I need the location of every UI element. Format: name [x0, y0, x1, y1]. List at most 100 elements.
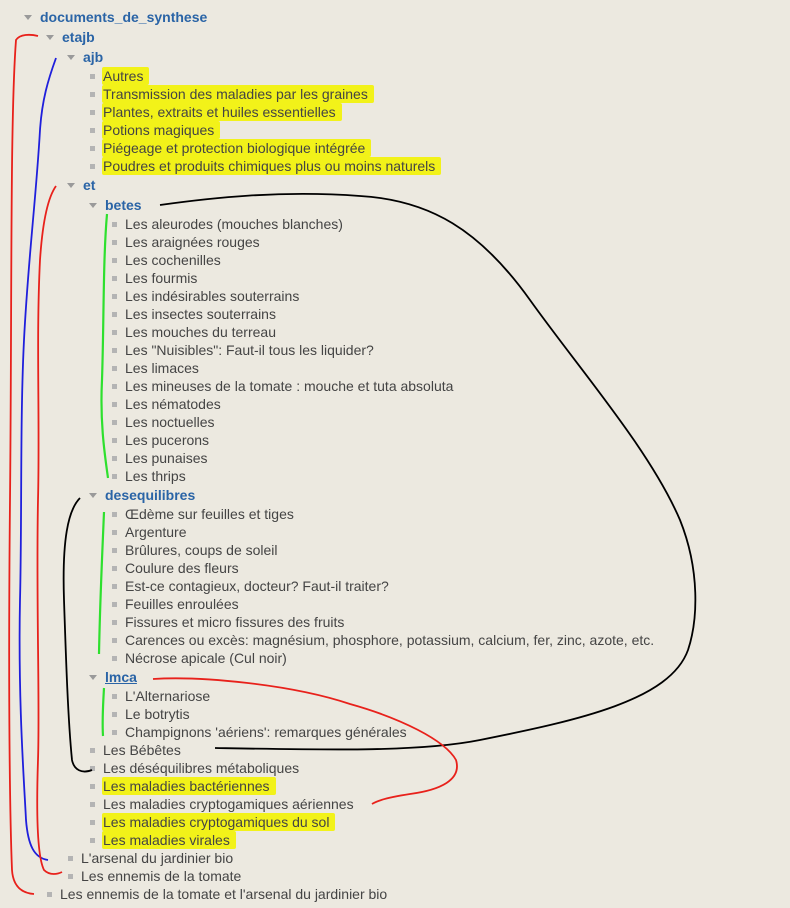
expand-triangle-icon[interactable] [89, 202, 97, 208]
bullet-icon [112, 221, 117, 227]
list-item[interactable]: Les déséquilibres métaboliques [90, 759, 299, 777]
list-item[interactable]: Les cochenilles [112, 251, 221, 269]
bullet-icon [112, 347, 117, 353]
list-item[interactable]: Les maladies cryptogamiques aériennes [90, 795, 354, 813]
list-item[interactable]: Champignons 'aériens': remarques général… [112, 723, 407, 741]
list-item[interactable]: Les mouches du terreau [112, 323, 276, 341]
tree-node-ajb[interactable]: ajb [67, 48, 103, 66]
list-item[interactable]: Piégeage et protection biologique intégr… [90, 139, 372, 157]
bullet-icon [112, 239, 117, 245]
list-item[interactable]: Potions magiques [90, 121, 221, 139]
list-item[interactable]: Fissures et micro fissures des fruits [112, 613, 344, 631]
list-item[interactable]: Les thrips [112, 467, 186, 485]
bullet-icon [90, 837, 95, 843]
list-item[interactable]: Les pucerons [112, 431, 209, 449]
tree-node-betes[interactable]: betes [89, 196, 142, 214]
list-item[interactable]: L'Alternariose [112, 687, 210, 705]
list-item[interactable]: Les insectes souterrains [112, 305, 276, 323]
folder-label[interactable]: et [83, 177, 96, 193]
bullet-icon [112, 529, 117, 535]
expand-triangle-icon[interactable] [67, 54, 75, 60]
bullet-icon [112, 619, 117, 625]
list-item[interactable]: Transmission des maladies par les graine… [90, 85, 374, 103]
list-item[interactable]: Feuilles enroulées [112, 595, 239, 613]
tree-node-lmca[interactable]: lmca [89, 668, 137, 686]
bullet-icon [90, 127, 95, 133]
bullet-icon [112, 601, 117, 607]
expand-triangle-icon[interactable] [67, 182, 75, 188]
list-item[interactable]: Poudres et produits chimiques plus ou mo… [90, 157, 442, 175]
bullet-icon [112, 401, 117, 407]
tree-node-et[interactable]: et [67, 176, 95, 194]
list-item[interactable]: Les aleurodes (mouches blanches) [112, 215, 343, 233]
list-item[interactable]: Les maladies bactériennes [90, 777, 276, 795]
bullet-icon [112, 293, 117, 299]
list-item[interactable]: Les noctuelles [112, 413, 215, 431]
bullet-icon [68, 873, 73, 879]
list-item[interactable]: Les punaises [112, 449, 208, 467]
list-item[interactable]: Les maladies virales [90, 831, 236, 849]
list-item[interactable]: Est-ce contagieux, docteur? Faut-il trai… [112, 577, 389, 595]
list-item[interactable]: Le botrytis [112, 705, 190, 723]
list-item[interactable]: Les Bébêtes [90, 741, 181, 759]
expand-triangle-icon[interactable] [89, 492, 97, 498]
bullet-icon [90, 91, 95, 97]
list-item[interactable]: Les mineuses de la tomate : mouche et tu… [112, 377, 453, 395]
bullet-icon [68, 855, 73, 861]
folder-label[interactable]: lmca [105, 669, 137, 685]
list-item[interactable]: Nécrose apicale (Cul noir) [112, 649, 287, 667]
bullet-icon [112, 275, 117, 281]
bullet-icon [90, 747, 95, 753]
bullet-icon [112, 637, 117, 643]
expand-triangle-icon[interactable] [89, 674, 97, 680]
expand-triangle-icon[interactable] [24, 14, 32, 20]
bullet-icon [90, 819, 95, 825]
bullet-icon [90, 765, 95, 771]
list-item[interactable]: Les araignées rouges [112, 233, 260, 251]
list-item[interactable]: Coulure des fleurs [112, 559, 239, 577]
list-item[interactable]: Les ennemis de la tomate et l'arsenal du… [47, 885, 387, 903]
list-item[interactable]: L'arsenal du jardinier bio [68, 849, 233, 867]
list-item[interactable]: Les maladies cryptogamiques du sol [90, 813, 336, 831]
bullet-icon [90, 145, 95, 151]
list-item[interactable]: Plantes, extraits et huiles essentielles [90, 103, 342, 121]
list-item[interactable]: Les fourmis [112, 269, 197, 287]
list-item[interactable]: Les indésirables souterrains [112, 287, 299, 305]
bullet-icon [90, 783, 95, 789]
bullet-icon [112, 365, 117, 371]
tree-node-desequilibres[interactable]: desequilibres [89, 486, 195, 504]
bullet-icon [112, 583, 117, 589]
bullet-icon [112, 419, 117, 425]
list-item[interactable]: Argenture [112, 523, 186, 541]
list-item[interactable]: Carences ou excès: magnésium, phosphore,… [112, 631, 654, 649]
bullet-icon [112, 329, 117, 335]
bullet-icon [112, 383, 117, 389]
tree-node-etajb[interactable]: etajb [46, 28, 95, 46]
tree-node-documents-de-synthese[interactable]: documents_de_synthese [24, 8, 207, 26]
expand-triangle-icon[interactable] [46, 34, 54, 40]
folder-label[interactable]: etajb [62, 29, 95, 45]
bullet-icon [112, 655, 117, 661]
bullet-icon [112, 473, 117, 479]
bullet-icon [112, 257, 117, 263]
folder-label[interactable]: desequilibres [105, 487, 196, 503]
bullet-icon [112, 565, 117, 571]
list-item[interactable]: Œdème sur feuilles et tiges [112, 505, 294, 523]
list-item[interactable]: Autres [90, 67, 150, 85]
bullet-icon [112, 547, 117, 553]
bullet-icon [112, 311, 117, 317]
list-item[interactable]: Les ennemis de la tomate [68, 867, 241, 885]
bullet-icon [90, 163, 95, 169]
list-item[interactable]: Les limaces [112, 359, 199, 377]
bullet-icon [90, 73, 95, 79]
bullet-icon [112, 511, 117, 517]
folder-label[interactable]: ajb [83, 49, 104, 65]
bullet-icon [90, 109, 95, 115]
folder-label[interactable]: betes [105, 197, 142, 213]
list-item[interactable]: Les nématodes [112, 395, 221, 413]
bullet-icon [112, 437, 117, 443]
folder-label[interactable]: documents_de_synthese [40, 9, 208, 25]
list-item[interactable]: Les "Nuisibles": Faut-il tous les liquid… [112, 341, 374, 359]
list-item[interactable]: Brûlures, coups de soleil [112, 541, 278, 559]
